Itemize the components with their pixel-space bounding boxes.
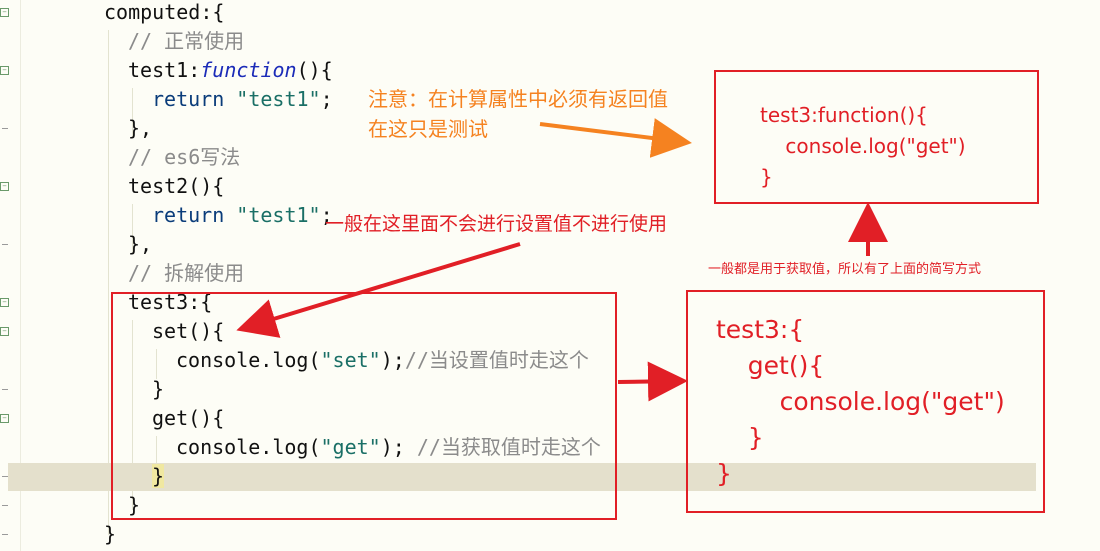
- fold-marker-icon[interactable]: −: [0, 298, 9, 307]
- fold-marker-icon[interactable]: −: [0, 182, 9, 191]
- indent-guide: [156, 436, 157, 466]
- fold-end-icon: [2, 505, 8, 506]
- code-token: computed:{: [104, 0, 225, 24]
- code-line[interactable]: },: [128, 114, 152, 143]
- code-line[interactable]: set(){: [152, 317, 224, 346]
- code-token: "get": [320, 435, 381, 459]
- fold-end-icon: [2, 389, 8, 390]
- indent-guide: [132, 88, 133, 138]
- code-line[interactable]: get(){: [152, 404, 224, 433]
- code-token: test2(){: [128, 174, 225, 198]
- indent-guide: [156, 349, 157, 379]
- code-token: 当设置值时走这个: [428, 348, 589, 372]
- code-token: set(){: [152, 319, 225, 343]
- editor-gutter: − − − − − −: [0, 0, 21, 551]
- code-line[interactable]: // 正常使用: [128, 27, 244, 56]
- code-token: 拆解使用: [164, 261, 245, 285]
- fold-end-icon: [2, 476, 8, 477]
- code-token: "set": [320, 348, 381, 372]
- code-line[interactable]: test2(){: [128, 172, 224, 201]
- code-line[interactable]: return "test1";: [152, 85, 333, 114]
- code-token: console.log(: [176, 435, 321, 459]
- annotation-box-top: test3:function(){ console.log("get") }: [714, 70, 1039, 204]
- code-line[interactable]: test3:{: [128, 288, 212, 317]
- arrow-to-set: [236, 242, 521, 338]
- annotation-note-setter: 一般在这里面不会进行设置值不进行使用: [325, 213, 668, 235]
- code-token: (){: [296, 58, 333, 82]
- code-token: //: [416, 435, 441, 459]
- code-token: }: [152, 377, 165, 401]
- fold-end-icon: [2, 244, 8, 245]
- code-token: 写法: [200, 145, 241, 169]
- code-token: 当获取值时走这个: [440, 435, 601, 459]
- code-token: console.log(: [176, 348, 321, 372]
- annotation-code-getter: test3:{ get(){ console.log("get") } }: [716, 315, 1005, 488]
- code-line[interactable]: // es6写法: [128, 143, 240, 172]
- annotation-note-return: 注意：在计算属性中必须有返回值 在这只是测试: [368, 87, 668, 141]
- code-token: get(){: [152, 406, 225, 430]
- fold-end-icon: [2, 128, 8, 129]
- code-token: );: [380, 435, 417, 459]
- indent-guide: [132, 204, 133, 254]
- indent-guide: [132, 320, 133, 510]
- code-token: // es6: [128, 145, 201, 169]
- code-token: }: [152, 464, 165, 488]
- code-token: "test1": [236, 87, 321, 111]
- code-token: //: [128, 261, 165, 285]
- annotation-code-shorthand: test3:function(){ console.log("get") }: [760, 103, 966, 189]
- code-line[interactable]: console.log("set");//当设置值时走这个: [176, 346, 589, 375]
- code-line[interactable]: }: [152, 375, 164, 404]
- code-token: }: [128, 493, 141, 517]
- annotation-note-getter: 一般都是用于获取值，所以有了上面的简写方式: [708, 262, 982, 277]
- code-token: return: [152, 87, 237, 111]
- fold-marker-icon[interactable]: −: [0, 66, 9, 75]
- code-line[interactable]: return "test1";: [152, 201, 333, 230]
- code-token: 正常使用: [164, 29, 245, 53]
- code-line[interactable]: // 拆解使用: [128, 259, 244, 288]
- code-line[interactable]: }: [104, 520, 116, 549]
- current-line-highlight: [8, 463, 1036, 491]
- code-token: function: [200, 58, 297, 82]
- arrow-to-bottom-box: [617, 361, 688, 402]
- code-token: //: [404, 348, 429, 372]
- code-token: },: [128, 232, 153, 256]
- code-token: return: [152, 203, 237, 227]
- code-token: },: [128, 116, 153, 140]
- code-token: //: [128, 29, 165, 53]
- code-line[interactable]: }: [128, 491, 140, 520]
- fold-marker-icon[interactable]: −: [0, 8, 9, 17]
- fold-end-icon: [2, 534, 8, 535]
- fold-marker-icon[interactable]: −: [0, 327, 9, 336]
- code-token: );: [380, 348, 405, 372]
- code-line[interactable]: }: [152, 462, 165, 491]
- code-token: "test1": [236, 203, 321, 227]
- code-line[interactable]: },: [128, 230, 152, 259]
- code-token: test1:: [128, 58, 201, 82]
- code-line[interactable]: console.log("get"); //当获取值时走这个: [176, 433, 601, 462]
- code-token: ;: [320, 87, 333, 111]
- arrow-orange: [539, 118, 692, 158]
- code-token: ;: [320, 203, 333, 227]
- code-line[interactable]: computed:{: [104, 0, 224, 27]
- code-line[interactable]: test1:function(){: [128, 56, 333, 85]
- indent-guide: [108, 30, 109, 535]
- code-token: test3:{: [128, 290, 213, 314]
- code-token: }: [104, 522, 117, 546]
- fold-marker-icon[interactable]: −: [0, 414, 9, 423]
